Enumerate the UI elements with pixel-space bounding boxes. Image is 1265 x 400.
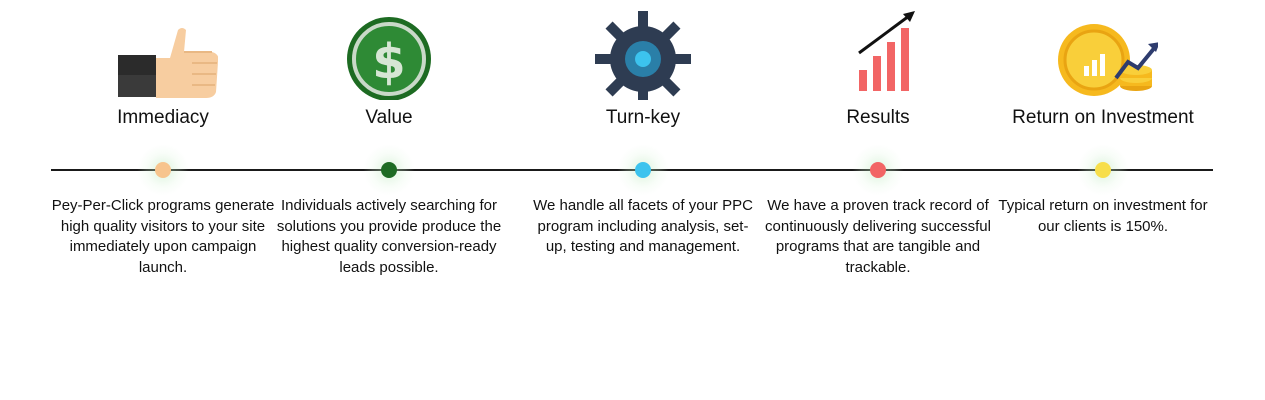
step-title: Results (846, 107, 910, 128)
bar-chart-growth-icon (823, 8, 933, 100)
timeline-step-immediacy: Immediacy Pey-Per-Click programs generat… (48, 0, 278, 400)
step-title: Value (365, 107, 413, 128)
svg-text:$: $ (372, 34, 405, 90)
timeline-line (51, 169, 1213, 171)
step-description: We have a proven track record of continu… (765, 197, 991, 276)
timeline-dot (635, 162, 651, 178)
step-title: Return on Investment (1012, 107, 1194, 128)
dollar-coin-icon: $ (334, 8, 444, 100)
timeline-dot (381, 162, 397, 178)
timeline-step-turn-key: Turn-key We handle all facets of your PP… (528, 0, 758, 400)
timeline-dot (870, 162, 886, 178)
timeline-step-return-on-investment: Return on Investment Typical return on i… (988, 0, 1218, 400)
step-description: We handle all facets of your PPC program… (533, 197, 753, 255)
step-title: Turn-key (605, 107, 681, 128)
step-description: Typical return on investment for our cli… (998, 197, 1208, 235)
gold-coin-chart-icon (1048, 8, 1158, 100)
timeline-step-value: $ Value Individuals actively searching f… (274, 0, 504, 400)
timeline-dot (1095, 162, 1111, 178)
step-description: Individuals actively searching for solut… (276, 197, 502, 276)
timeline-step-results: Results We have a proven track record of… (763, 0, 993, 400)
gear-icon (588, 8, 698, 100)
thumbs-up-icon (108, 8, 218, 100)
step-title: Immediacy (117, 107, 209, 128)
step-description: Pey-Per-Click programs generate high qua… (51, 197, 275, 276)
timeline-dot (155, 162, 171, 178)
